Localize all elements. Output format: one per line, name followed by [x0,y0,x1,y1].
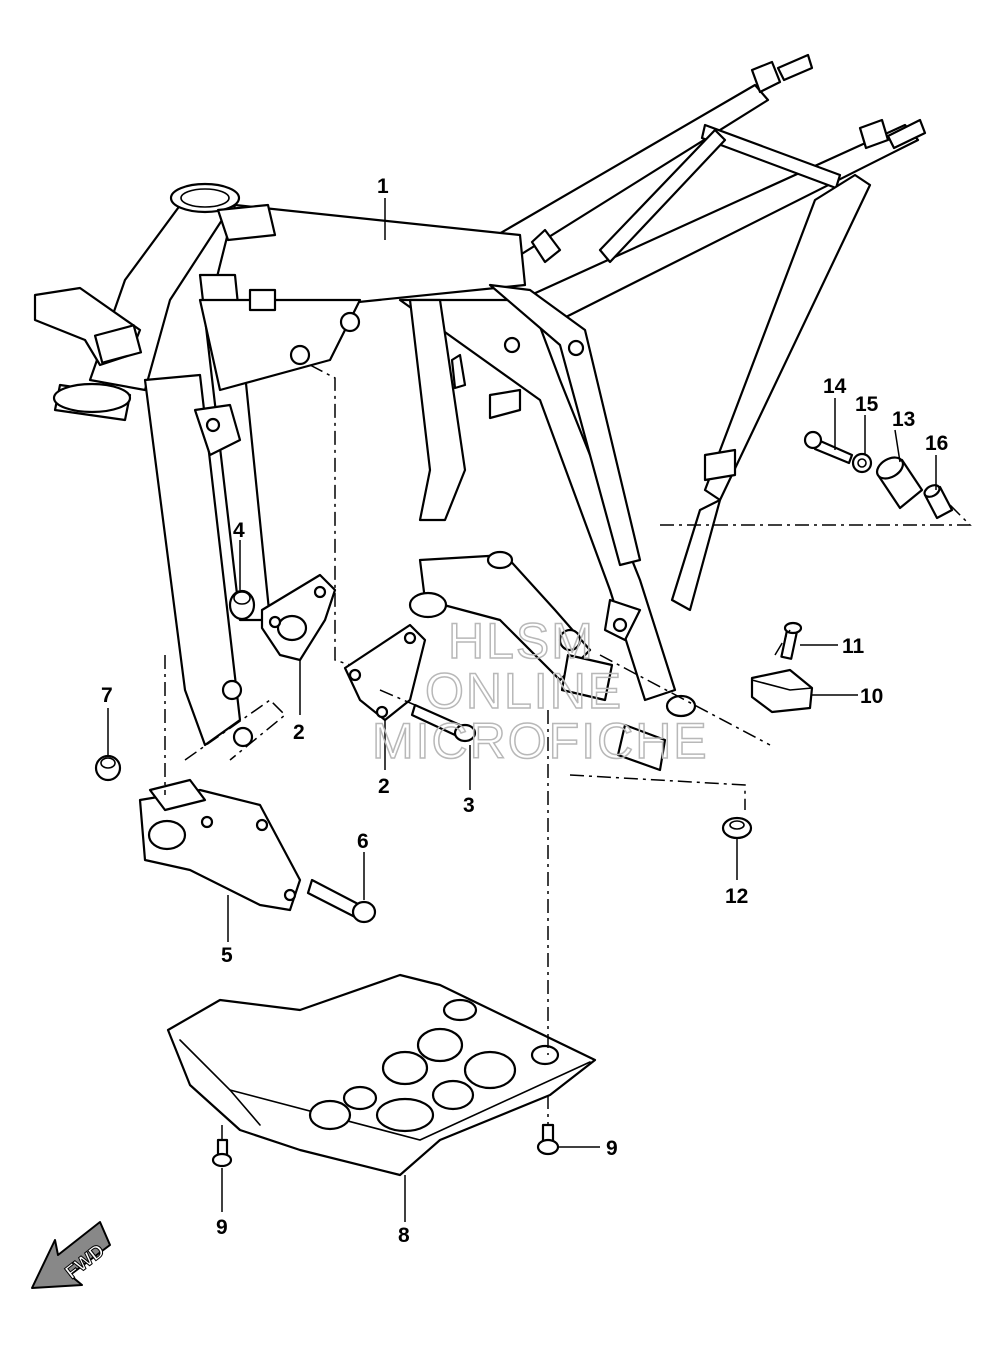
watermark: HLSM ONLINE MICROFICHE [371,612,709,770]
watermark-line-3: MICROFICHE [372,713,709,769]
callout-11: 11 [842,635,865,658]
watermark-line-2: ONLINE [425,663,623,719]
callout-5: 5 [221,944,233,967]
bolt-11[interactable] [780,621,803,660]
callout-16: 16 [925,432,948,455]
callout-8: 8 [398,1224,410,1247]
cushion-10[interactable] [750,668,814,714]
bolt-9-left[interactable] [211,1138,233,1168]
nut-12[interactable] [721,816,753,840]
callout-14: 14 [823,375,847,398]
skid-plate-8[interactable] [166,973,597,1177]
nut-4[interactable] [228,589,256,621]
callout-7: 7 [101,684,113,707]
frame-part[interactable] [33,53,927,772]
callout-1: 1 [377,175,389,198]
callout-12: 12 [725,885,748,908]
cushion-13[interactable] [873,453,924,510]
fwd-arrow-icon: FWD [31,1221,111,1289]
bolt-6[interactable] [306,878,377,924]
callout-9-right: 9 [606,1137,618,1160]
assembly-lines [164,364,972,1140]
washer-15[interactable] [851,452,873,474]
engine-bracket-upper[interactable] [260,573,337,662]
collar-16[interactable] [923,483,954,520]
callout-3: 3 [463,794,475,817]
callout-13: 13 [892,408,915,431]
bolt-14[interactable] [803,430,854,465]
callout-15: 15 [855,393,879,416]
callout-9-left: 9 [216,1216,228,1239]
callout-4: 4 [233,519,245,542]
callout-labels: 1 4 2 2 3 7 6 5 8 9 9 10 11 12 13 14 15 … [101,175,948,1247]
watermark-line-1: HLSM [448,613,595,669]
bolt-9-right[interactable] [536,1123,560,1156]
callout-2-lower: 2 [378,775,390,798]
callout-6: 6 [357,830,369,853]
nut-7[interactable] [94,754,122,782]
leader-lines [107,198,937,1222]
callout-10: 10 [860,685,883,708]
callout-2-upper: 2 [293,721,305,744]
engine-bracket-lower[interactable] [343,623,427,722]
engine-mount-bracket-5[interactable] [138,778,302,912]
bolt-3[interactable] [410,703,477,743]
